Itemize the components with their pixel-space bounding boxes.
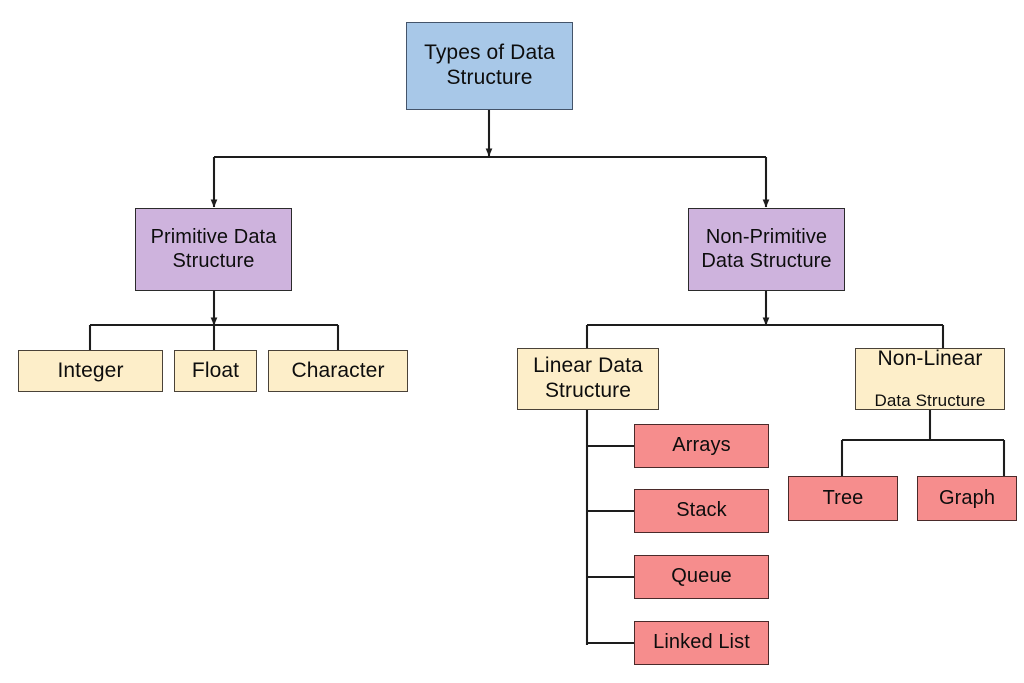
node-linked-list-label: Linked List [653,631,750,654]
node-linear-data-structure[interactable]: Linear Data Structure [517,348,659,410]
node-stack-label: Stack [676,499,727,522]
node-graph[interactable]: Graph [917,476,1017,521]
node-primitive-label: Primitive Data Structure [150,225,277,272]
node-non-linear-label-line1: Non-Linear [877,347,983,371]
node-non-linear-label-group: Non-Linear Data Structure [856,328,1004,429]
node-tree-label: Tree [822,486,864,509]
node-queue-label: Queue [671,565,732,588]
node-root-label: Types of Data Structure [424,41,555,89]
node-queue[interactable]: Queue [634,555,769,599]
node-float[interactable]: Float [174,350,257,392]
node-non-linear-label-line2: Data Structure [874,390,986,410]
node-non-primitive-label: Non-Primitive Data Structure [701,225,832,272]
node-character-label: Character [291,358,385,382]
node-float-label: Float [191,358,240,382]
node-tree[interactable]: Tree [788,476,898,521]
node-linked-list[interactable]: Linked List [634,621,769,665]
node-root-types-of-data-structure[interactable]: Types of Data Structure [406,22,573,110]
node-graph-label: Graph [938,486,996,509]
node-primitive-data-structure[interactable]: Primitive Data Structure [135,208,292,291]
node-arrays-label: Arrays [672,434,731,457]
node-linear-label: Linear Data Structure [533,354,643,402]
node-stack[interactable]: Stack [634,489,769,533]
node-non-linear-data-structure[interactable]: Non-Linear Data Structure [855,347,1005,410]
node-arrays[interactable]: Arrays [634,424,769,468]
node-non-primitive-data-structure[interactable]: Non-Primitive Data Structure [688,208,845,291]
node-integer[interactable]: Integer [18,350,163,392]
node-integer-label: Integer [57,358,124,382]
node-character[interactable]: Character [268,350,408,392]
